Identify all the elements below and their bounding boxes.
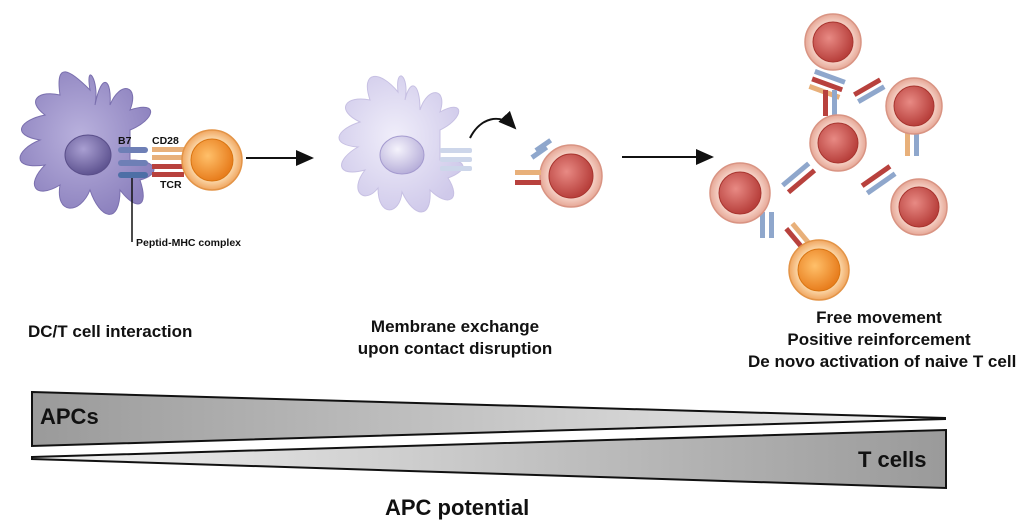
caption-stage3-line2: Positive reinforcement bbox=[787, 330, 971, 349]
t-cell-orange-1 bbox=[181, 129, 243, 191]
dc-nucleus bbox=[64, 134, 112, 176]
caption-stage1: DC/T cell interaction bbox=[28, 321, 192, 343]
synapse-receptors-1 bbox=[118, 147, 184, 178]
tcells-label: T cells bbox=[858, 447, 927, 472]
apc-gradient-wedge bbox=[31, 390, 946, 448]
dc-faded-nucleus bbox=[379, 135, 425, 175]
label-b7: B7 bbox=[118, 135, 132, 147]
apc-potential-title: APC potential bbox=[385, 495, 530, 520]
t-cell-red-3b bbox=[885, 77, 943, 135]
t-cell-red-3a bbox=[804, 13, 862, 71]
apcs-label: APCs bbox=[40, 404, 99, 429]
t-cell-red-3d bbox=[890, 178, 948, 236]
dendritic-cell-2-faded bbox=[338, 75, 472, 213]
label-tcr: TCR bbox=[160, 179, 182, 191]
dendritic-cell-1 bbox=[19, 71, 155, 215]
caption-stage1-text: DC/T cell interaction bbox=[28, 322, 193, 341]
t-cell-orange-3 bbox=[788, 239, 850, 301]
caption-stage3-line1: Free movement bbox=[816, 308, 942, 327]
tcell-gradient-wedge bbox=[31, 428, 947, 490]
t-cell-red-3c bbox=[809, 114, 867, 172]
caption-stage2-line2: upon contact disruption bbox=[357, 339, 553, 358]
t-cell-cluster bbox=[709, 13, 948, 301]
label-cd28: CD28 bbox=[152, 135, 179, 147]
caption-stage3: Free movement Positive reinforcement De … bbox=[748, 307, 1017, 373]
caption-stage2: Membrane exchange upon contact disruptio… bbox=[345, 316, 565, 360]
caption-stage2-line1: Membrane exchange bbox=[370, 317, 540, 336]
label-pmhc: Peptid-MHC complex bbox=[136, 237, 241, 249]
curved-transfer-arrow bbox=[469, 110, 517, 139]
t-cell-red-2 bbox=[515, 138, 603, 208]
t-cell-red-3e bbox=[709, 162, 771, 224]
caption-stage3-line3: De novo activation of naive T cells bbox=[748, 352, 1017, 371]
